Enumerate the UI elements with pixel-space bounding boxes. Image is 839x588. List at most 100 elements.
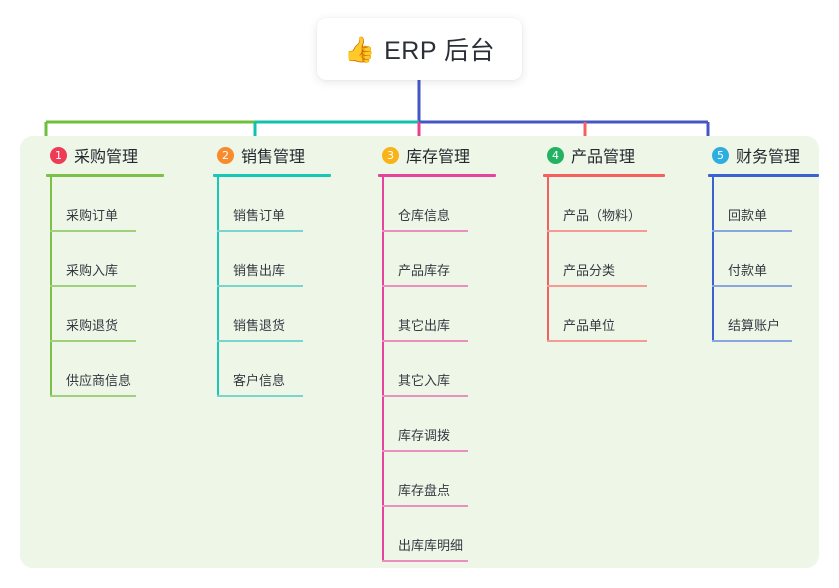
- leaf-item[interactable]: 采购入库: [50, 232, 192, 287]
- leaf-item-rule: [382, 230, 468, 232]
- branch-header-rule: [543, 174, 665, 177]
- leaf-item-label: 客户信息: [233, 373, 286, 388]
- leaf-item-rule: [50, 340, 136, 342]
- leaf-item[interactable]: 产品分类: [547, 232, 695, 287]
- leaf-item[interactable]: 结算账户: [712, 287, 819, 342]
- leaf-item[interactable]: 供应商信息: [50, 342, 192, 397]
- leaf-item-label: 产品单位: [563, 318, 616, 333]
- leaf-item[interactable]: 客户信息: [217, 342, 359, 397]
- leaf-item-rule: [217, 230, 303, 232]
- leaf-item-rule: [382, 560, 468, 562]
- leaf-item-rule: [217, 340, 303, 342]
- branch-leaf-list: 销售订单销售出库销售退货客户信息: [199, 177, 359, 397]
- leaf-item-label: 其它入库: [398, 373, 451, 388]
- branch-title: 采购管理: [74, 149, 139, 166]
- leaf-item[interactable]: 出库库明细: [382, 507, 524, 562]
- leaf-item-rule: [50, 285, 136, 287]
- leaf-item[interactable]: 回款单: [712, 177, 819, 232]
- branch-title: 产品管理: [571, 149, 636, 166]
- leaf-item-rule: [382, 395, 468, 397]
- branches-panel: [20, 136, 819, 568]
- leaf-item-label: 采购退货: [66, 318, 119, 333]
- leaf-item[interactable]: 仓库信息: [382, 177, 524, 232]
- branch-number-badge: 1: [50, 146, 67, 164]
- branch-column-2: 2 销售管理销售订单销售出库销售退货客户信息: [199, 142, 359, 397]
- leaf-item-label: 库存盘点: [398, 483, 451, 498]
- branch-column-3: 3 库存管理仓库信息产品库存其它出库其它入库库存调拨库存盘点出库库明细: [364, 142, 524, 562]
- leaf-item-rule: [547, 285, 647, 287]
- branch-leaf-list: 仓库信息产品库存其它出库其它入库库存调拨库存盘点出库库明细: [364, 177, 524, 562]
- leaf-item-rule: [712, 340, 792, 342]
- branch-header-2[interactable]: 2 销售管理: [199, 142, 359, 168]
- branch-column-4: 4 产品管理产品（物料） 产品分类产品单位: [529, 142, 695, 342]
- leaf-item-label: 销售出库: [233, 263, 286, 278]
- leaf-item[interactable]: 产品（物料）: [547, 177, 695, 232]
- branch-column-1: 1 采购管理采购订单采购入库采购退货供应商信息: [32, 142, 192, 397]
- leaf-item[interactable]: 其它出库: [382, 287, 524, 342]
- branch-title: 财务管理: [736, 149, 801, 166]
- root-node-card[interactable]: 👍 ERP 后台: [317, 18, 522, 80]
- leaf-item-label: 回款单: [728, 208, 768, 223]
- branch-header-rule: [378, 174, 496, 177]
- branch-header-3[interactable]: 3 库存管理: [364, 142, 524, 168]
- leaf-item-label: 产品分类: [563, 263, 616, 278]
- branch-header-rule: [708, 174, 819, 177]
- leaf-item-label: 产品库存: [398, 263, 451, 278]
- leaf-item[interactable]: 采购订单: [50, 177, 192, 232]
- leaf-item[interactable]: 库存调拨: [382, 397, 524, 452]
- leaf-item[interactable]: 产品单位: [547, 287, 695, 342]
- leaf-item-label: 产品（物料）: [563, 208, 642, 223]
- leaf-item-label: 付款单: [728, 263, 768, 278]
- leaf-item-rule: [712, 285, 792, 287]
- leaf-item-rule: [712, 230, 792, 232]
- branch-number-badge: 4: [547, 146, 564, 164]
- leaf-item-rule: [547, 340, 647, 342]
- leaf-item-label: 出库库明细: [398, 538, 464, 553]
- branch-title: 库存管理: [406, 149, 471, 166]
- branch-number-badge: 5: [712, 146, 729, 164]
- leaf-item[interactable]: 销售订单: [217, 177, 359, 232]
- branch-spine: [50, 177, 52, 397]
- leaf-item[interactable]: 库存盘点: [382, 452, 524, 507]
- leaf-item-label: 其它出库: [398, 318, 451, 333]
- thumbs-up-icon: 👍: [343, 35, 376, 64]
- branch-spine: [712, 177, 714, 342]
- branch-leaf-list: 产品（物料） 产品分类产品单位: [529, 177, 695, 342]
- branch-spine: [382, 177, 384, 562]
- leaf-item-rule: [547, 230, 647, 232]
- root-node-title: ERP 后台: [384, 37, 496, 65]
- leaf-item-rule: [382, 285, 468, 287]
- leaf-item-rule: [382, 450, 468, 452]
- leaf-item-label: 库存调拨: [398, 428, 451, 443]
- leaf-item[interactable]: 销售出库: [217, 232, 359, 287]
- branch-number-badge: 2: [217, 146, 234, 164]
- leaf-item[interactable]: 其它入库: [382, 342, 524, 397]
- leaf-item-label: 仓库信息: [398, 208, 451, 223]
- leaf-item-label: 采购订单: [66, 208, 119, 223]
- leaf-item-rule: [382, 340, 468, 342]
- branch-header-rule: [46, 174, 164, 177]
- leaf-item-label: 采购入库: [66, 263, 119, 278]
- leaf-item-rule: [217, 285, 303, 287]
- branch-spine: [217, 177, 219, 397]
- branch-header-1[interactable]: 1 采购管理: [32, 142, 192, 168]
- leaf-item-label: 销售订单: [233, 208, 286, 223]
- leaf-item-rule: [382, 505, 468, 507]
- leaf-item[interactable]: 付款单: [712, 232, 819, 287]
- branch-leaf-list: 采购订单采购入库采购退货供应商信息: [32, 177, 192, 397]
- leaf-item-label: 结算账户: [728, 318, 781, 333]
- leaf-item-rule: [217, 395, 303, 397]
- leaf-item-rule: [50, 230, 136, 232]
- leaf-item-label: 供应商信息: [66, 373, 132, 388]
- branch-column-5: 5 财务管理回款单付款单结算账户: [694, 142, 819, 342]
- branch-number-badge: 3: [382, 146, 399, 164]
- leaf-item-label: 销售退货: [233, 318, 286, 333]
- branch-header-rule: [213, 174, 331, 177]
- leaf-item[interactable]: 销售退货: [217, 287, 359, 342]
- branch-header-4[interactable]: 4 产品管理: [529, 142, 695, 168]
- branch-header-5[interactable]: 5 财务管理: [694, 142, 819, 168]
- leaf-item[interactable]: 采购退货: [50, 287, 192, 342]
- branch-title: 销售管理: [241, 149, 306, 166]
- leaf-item[interactable]: 产品库存: [382, 232, 524, 287]
